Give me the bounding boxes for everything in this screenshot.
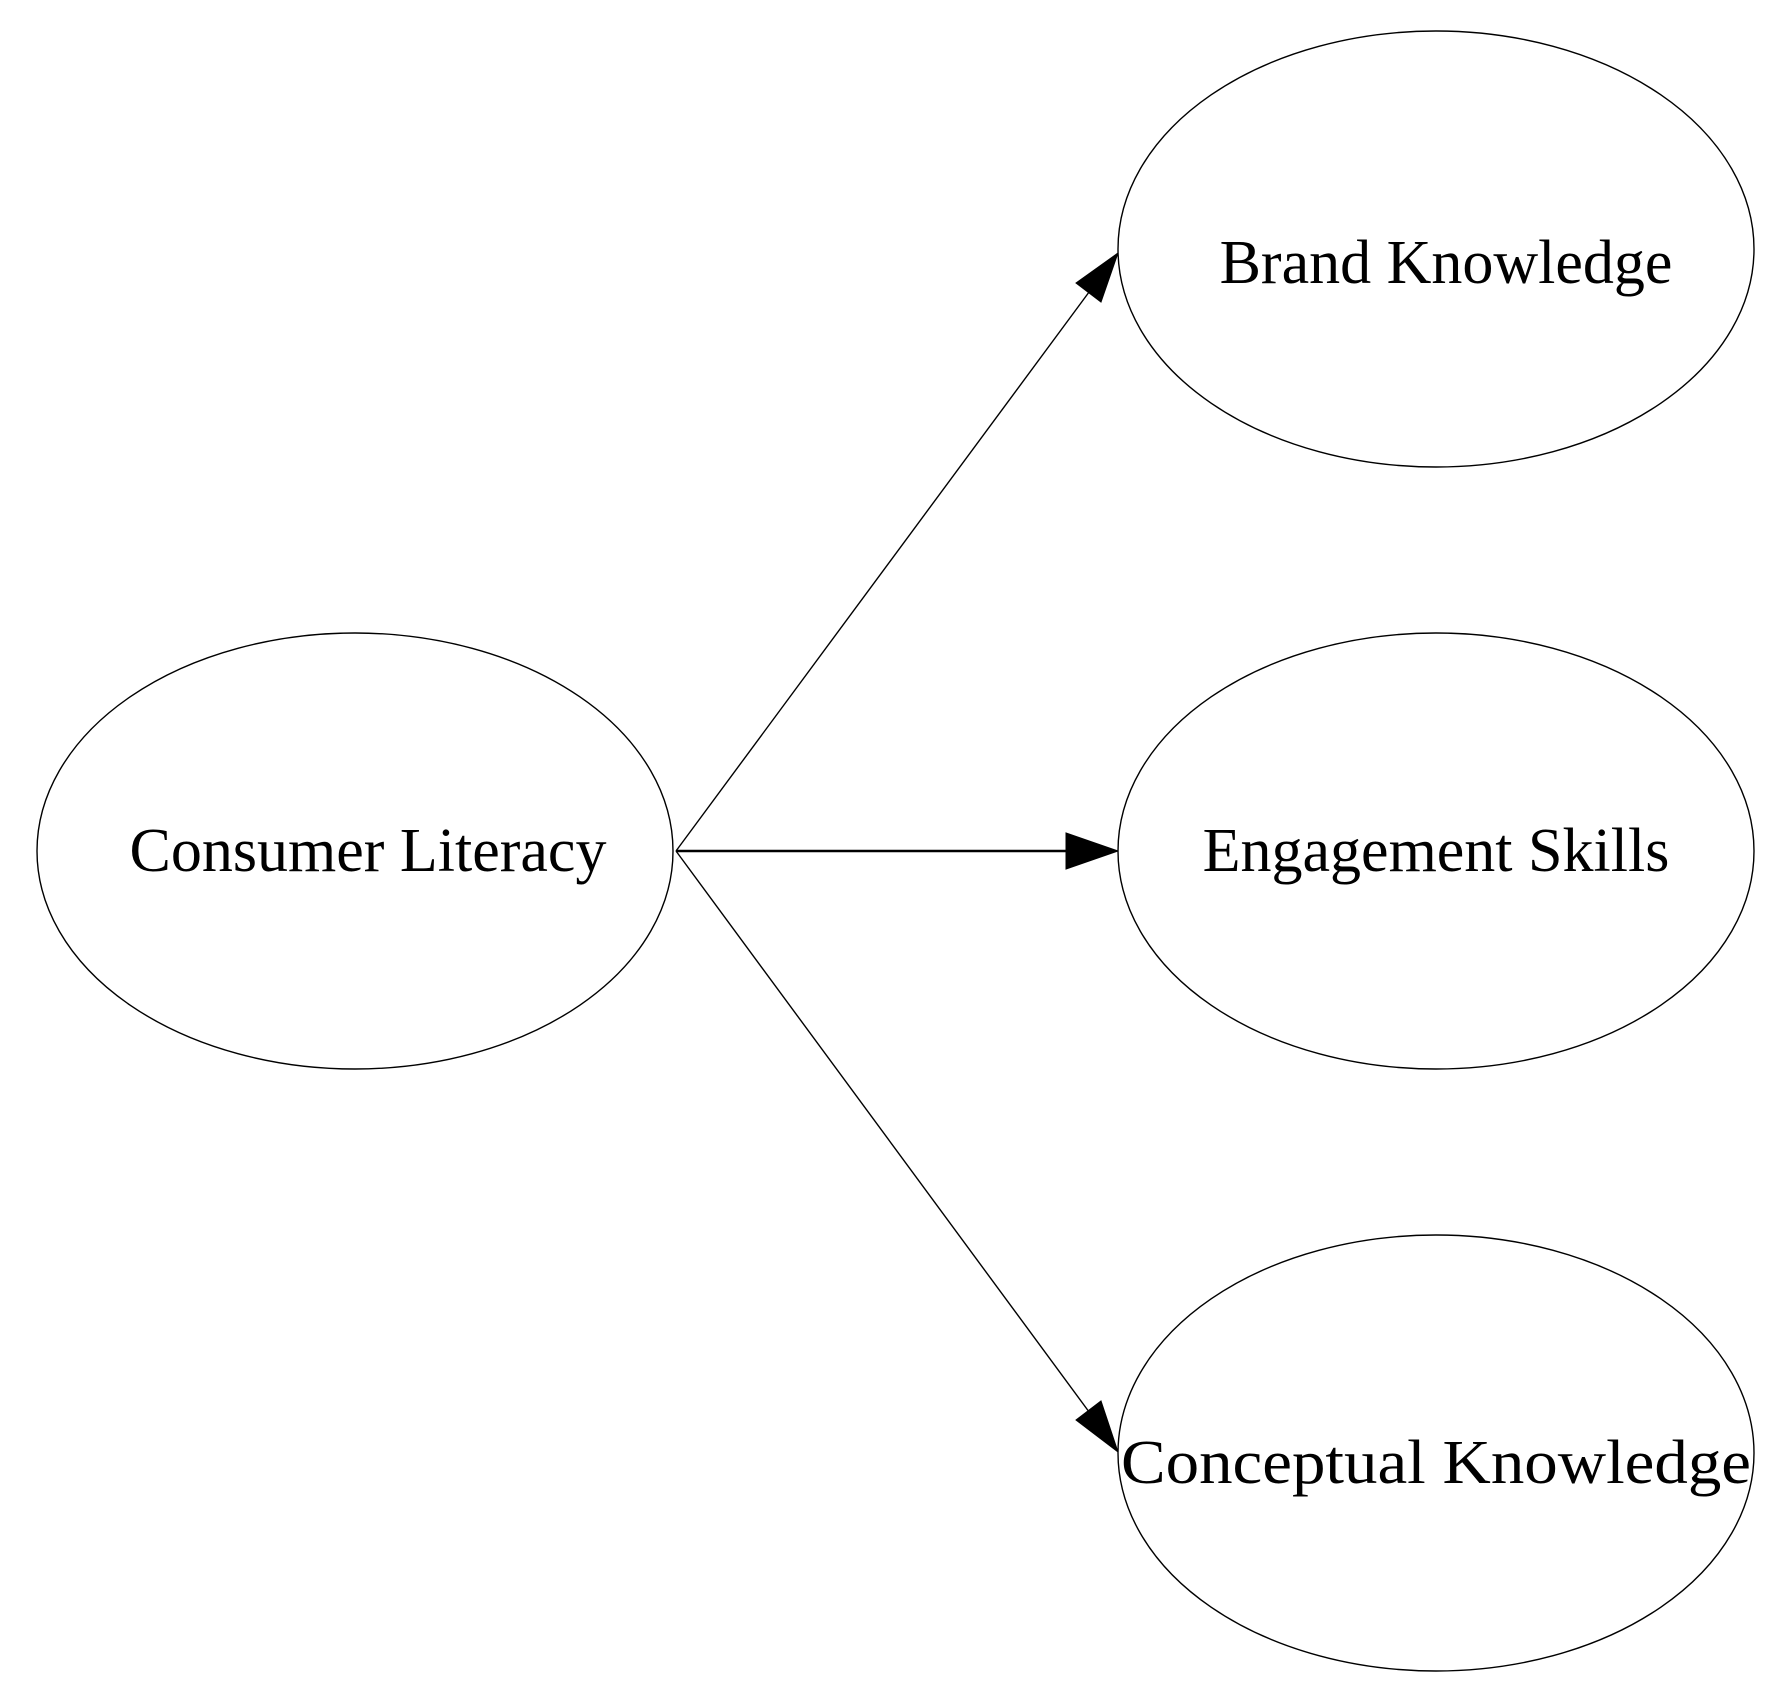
node-label-consumer-literacy: Consumer Literacy bbox=[130, 817, 607, 885]
edge-line bbox=[675, 283, 1096, 852]
node-label-brand-knowledge: Brand Knowledge bbox=[1220, 229, 1673, 297]
node-ellipse bbox=[1117, 1234, 1755, 1672]
node-ellipse bbox=[1117, 30, 1755, 468]
arrow-head bbox=[1075, 1400, 1119, 1454]
edges bbox=[675, 251, 1120, 1454]
edge-consumer-literacy-to-conceptual-knowledge bbox=[675, 850, 1119, 1454]
node-consumer-literacy[interactable]: Consumer Literacy bbox=[36, 632, 674, 1070]
arrow-head bbox=[1075, 251, 1119, 303]
node-label-engagement-skills: Engagement Skills bbox=[1203, 817, 1670, 885]
node-ellipse bbox=[36, 632, 674, 1070]
node-label-conceptual-knowledge: Conceptual Knowledge bbox=[1121, 1429, 1751, 1497]
node-ellipse bbox=[1117, 632, 1755, 1070]
node-brand-knowledge[interactable]: Brand Knowledge bbox=[1117, 30, 1755, 468]
edge-line bbox=[675, 850, 1096, 1421]
arrow-head bbox=[1065, 832, 1120, 870]
node-engagement-skills[interactable]: Engagement Skills bbox=[1117, 632, 1755, 1070]
node-conceptual-knowledge[interactable]: Conceptual Knowledge bbox=[1117, 1234, 1755, 1672]
edge-consumer-literacy-to-brand-knowledge bbox=[675, 251, 1119, 852]
edge-consumer-literacy-to-engagement-skills bbox=[676, 832, 1120, 870]
